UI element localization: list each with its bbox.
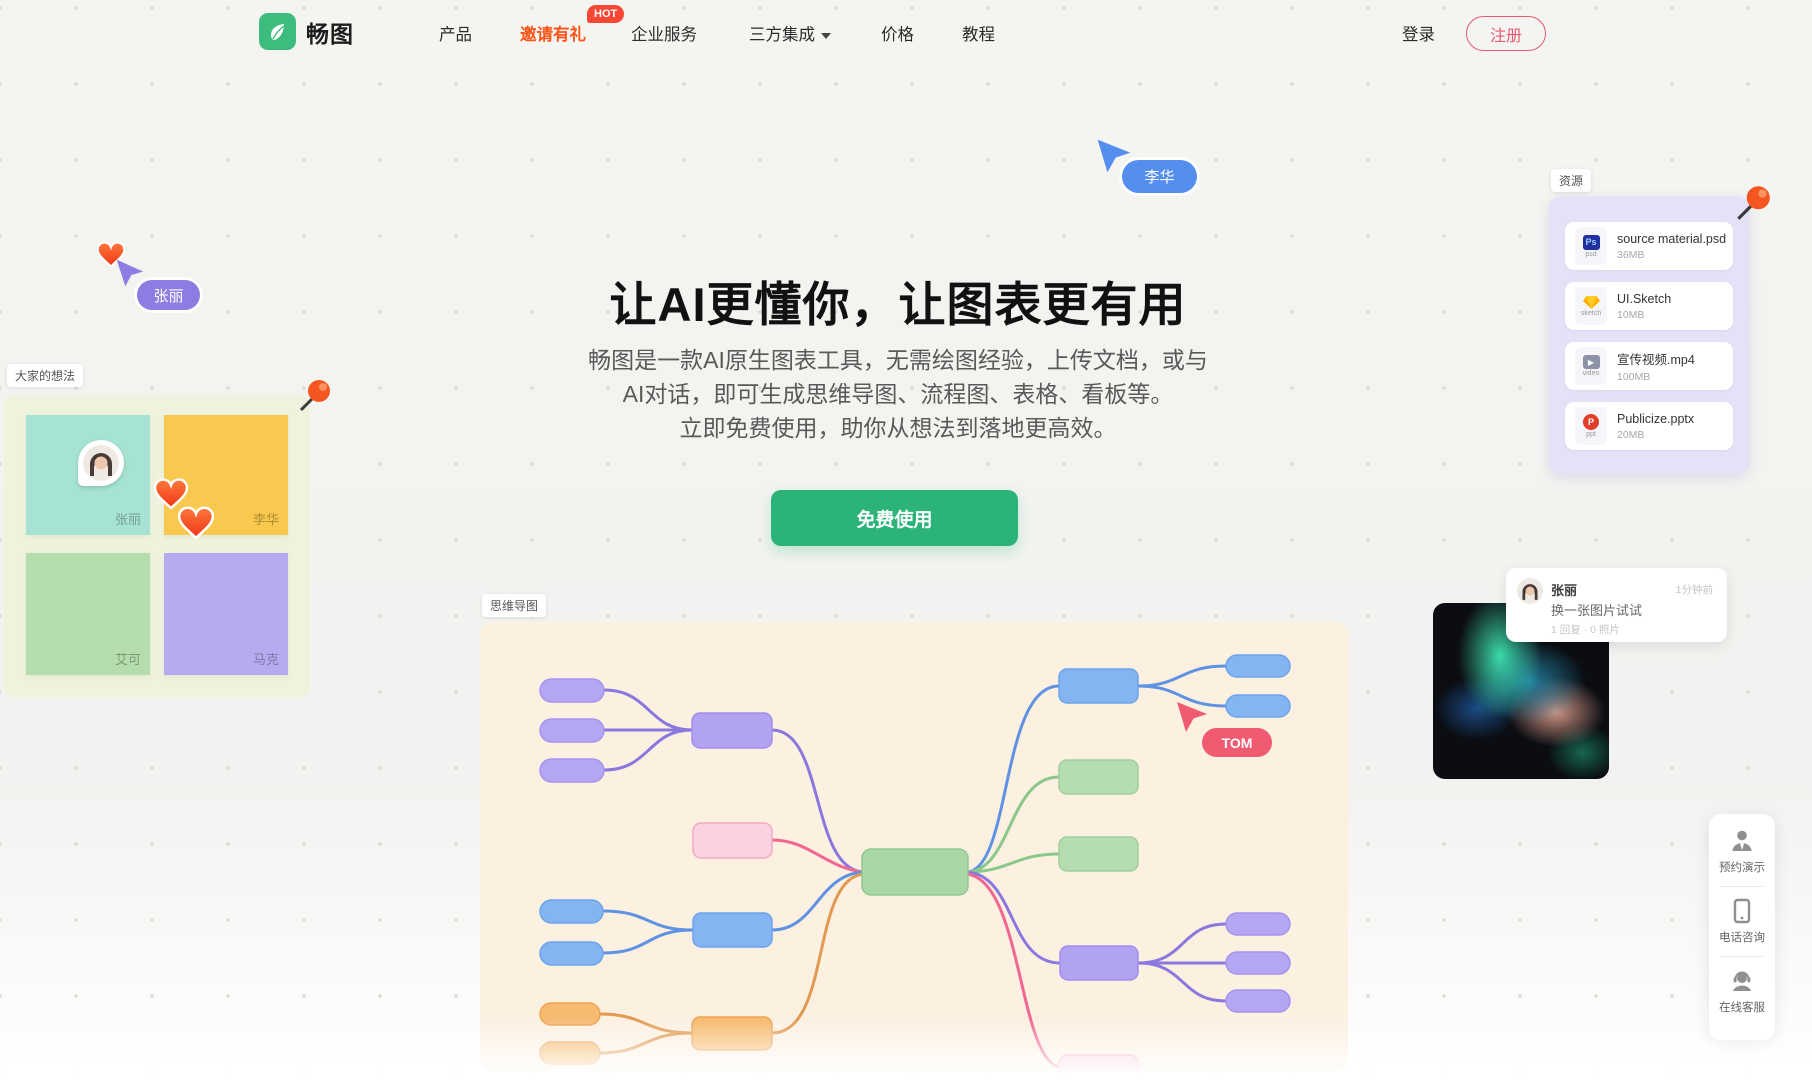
free-use-cta-button[interactable]: 免费使用 — [771, 490, 1018, 546]
online-service-button[interactable]: 在线客服 — [1719, 968, 1765, 1015]
phone-icon — [1733, 898, 1751, 924]
contact-side-panel: 预约演示 电话咨询 在线客服 — [1709, 814, 1775, 1040]
avatar — [78, 440, 124, 486]
login-link[interactable]: 登录 — [1402, 26, 1435, 44]
book-demo-button[interactable]: 预约演示 — [1719, 828, 1765, 875]
logo-leaf-icon — [259, 13, 296, 50]
pushpin-icon — [1737, 186, 1770, 220]
sticky-note[interactable]: 张丽 — [26, 415, 150, 535]
file-row[interactable]: sketch UI.Sketch 10MB — [1565, 282, 1733, 330]
cursor-label-tom: TOM — [1202, 728, 1272, 757]
brand[interactable]: 畅图 — [259, 13, 354, 50]
nav-item-pricing[interactable]: 价格 — [881, 26, 914, 44]
nav-item-integrations[interactable]: 三方集成 — [749, 21, 831, 45]
headset-agent-icon — [1733, 971, 1751, 991]
nav-item-enterprise[interactable]: 企业服务 — [631, 26, 697, 44]
cursor-arrow-zhangli — [116, 259, 144, 287]
nav-item-products[interactable]: 产品 — [439, 26, 472, 44]
signup-button[interactable]: 注册 — [1466, 16, 1546, 51]
sketch-file-icon: sketch — [1575, 287, 1607, 325]
cursor-label-lihua: 李华 — [1122, 160, 1197, 193]
thoughts-board-tag: 大家的想法 — [7, 364, 84, 387]
comment-card[interactable]: 张丽 1分钟前 换一张图片试试 1 回复 · 0 照片 — [1506, 568, 1727, 642]
mindmap-tag: 思维导图 — [482, 594, 547, 617]
heart-icon — [177, 506, 215, 540]
heart-icon — [153, 478, 189, 510]
pushpin-icon — [299, 380, 330, 412]
avatar — [1517, 578, 1543, 609]
hero-title: 让AI更懂你，让图表更有用 — [609, 278, 1187, 331]
file-row[interactable]: ▶ video 宣传视频.mp4 100MB — [1565, 342, 1733, 390]
cursor-arrow-lihua — [1097, 139, 1131, 173]
resources-card: Ps psd source material.psd 36MB sketch U… — [1549, 196, 1749, 474]
comment-meta: 1 回复 · 0 照片 — [1551, 624, 1620, 636]
divider — [1720, 956, 1764, 957]
mindmap-graph — [539, 654, 1291, 1072]
hot-badge: HOT — [587, 5, 625, 23]
ppt-file-icon: P ppt — [1575, 407, 1607, 445]
cursor-label-zhangli: 张丽 — [137, 280, 200, 310]
person-tie-icon — [1732, 830, 1752, 851]
file-row[interactable]: P ppt Publicize.pptx 20MB — [1565, 402, 1733, 450]
phone-consult-button[interactable]: 电话咨询 — [1719, 898, 1765, 945]
file-row[interactable]: Ps psd source material.psd 36MB — [1565, 222, 1733, 270]
hero-subtitle: 畅图是一款AI原生图表工具，无需绘图经验，上传文档，或与 AI对话，即可生成思维… — [588, 347, 1208, 441]
sticky-note[interactable]: 马克 — [164, 553, 288, 675]
thoughts-board: 张丽 李华 艾可 马克 — [4, 395, 310, 697]
comment-time: 1分钟前 — [1675, 584, 1713, 596]
video-file-icon: ▶ video — [1575, 347, 1607, 385]
heart-icon — [96, 241, 126, 268]
nav-item-invite[interactable]: 邀请有礼 HOT — [520, 5, 625, 45]
psd-file-icon: Ps psd — [1575, 227, 1607, 265]
brand-name: 畅图 — [306, 20, 354, 47]
chevron-down-icon — [821, 32, 831, 39]
cursor-arrow-tom — [1177, 702, 1207, 732]
divider — [1720, 886, 1764, 887]
sticky-note[interactable]: 艾可 — [26, 553, 150, 675]
resources-tag: 资源 — [1551, 169, 1592, 192]
comment-text: 换一张图片试试 — [1551, 603, 1643, 618]
nav-item-tutorials[interactable]: 教程 — [962, 26, 995, 44]
comment-author: 张丽 — [1551, 583, 1578, 598]
mindmap-canvas[interactable] — [480, 622, 1348, 1072]
